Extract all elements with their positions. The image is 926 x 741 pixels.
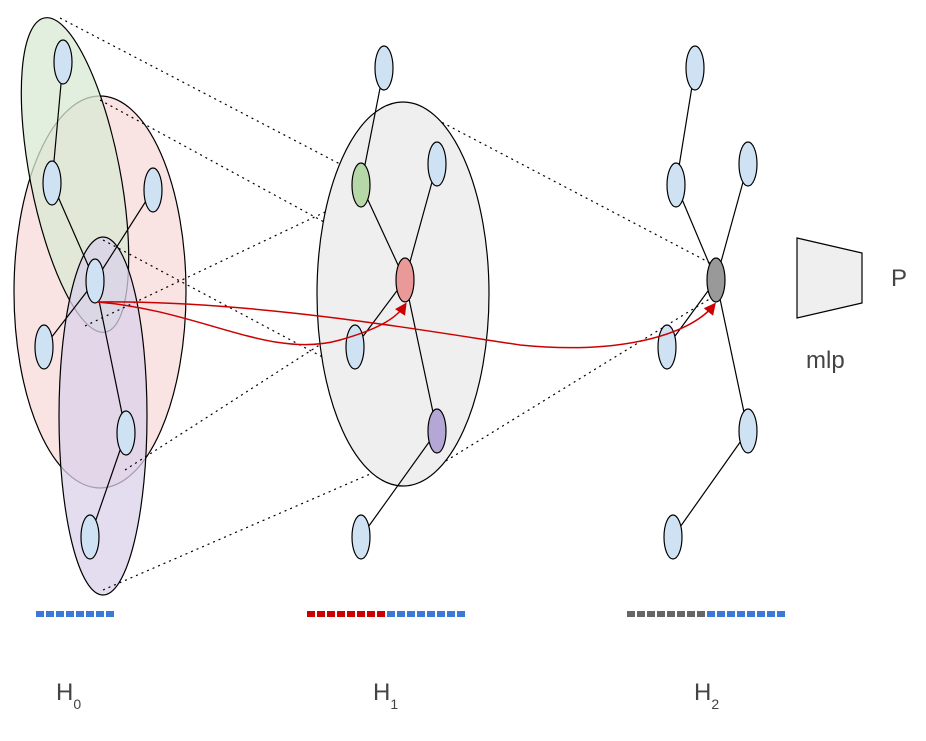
vector-cell-blue: [777, 611, 785, 617]
vector-cell-blue: [96, 611, 104, 617]
layer-h1: [316, 45, 490, 560]
vector-cell-blue: [757, 611, 765, 617]
graph-node: [351, 514, 371, 560]
vector-cell-red: [357, 611, 365, 617]
graph-node: [143, 167, 163, 213]
vector-cell-gray: [667, 611, 675, 617]
graph-node: [53, 39, 73, 85]
vector-cell-blue: [727, 611, 735, 617]
layer-labels: H0 H1 H2: [56, 679, 719, 712]
vector-cell-blue: [86, 611, 94, 617]
vector-cell-blue: [66, 611, 74, 617]
vector-cell-blue: [397, 611, 405, 617]
layer-label-h2: H2: [694, 679, 719, 712]
h2-edges: [666, 67, 749, 538]
vector-cell-red: [347, 611, 355, 617]
vector-cell-red: [327, 611, 335, 617]
vector-cell-gray: [687, 611, 695, 617]
layer-h2: [657, 45, 758, 560]
graph-node: [666, 162, 686, 208]
graph-node: [427, 141, 447, 187]
vector-cell-blue: [56, 611, 64, 617]
vector-cell-red: [337, 611, 345, 617]
vector-cell-blue: [106, 611, 114, 617]
vector-cell-blue: [737, 611, 745, 617]
arrow-h0-to-h2: [96, 301, 716, 349]
h0-nodes: [34, 39, 163, 560]
vector-cell-gray: [637, 611, 645, 617]
vector-cell-gray: [697, 611, 705, 617]
vector-cell-red: [307, 611, 315, 617]
vector-cell-blue: [707, 611, 715, 617]
layer-label-h0: H0: [56, 679, 81, 712]
vector-cell-gray: [647, 611, 655, 617]
vector-cell-blue: [767, 611, 775, 617]
graph-node: [738, 141, 758, 187]
arrow-h0-to-h1: [96, 301, 407, 346]
vector-cell-red: [367, 611, 375, 617]
graph-node: [85, 258, 105, 304]
vector-cell-blue: [46, 611, 54, 617]
vector-cell-blue: [427, 611, 435, 617]
graph-node: [42, 160, 62, 206]
layer-label-h1: H1: [373, 679, 398, 712]
graph-node: [374, 45, 394, 91]
vector-cell-blue: [76, 611, 84, 617]
vector-cell-blue: [36, 611, 44, 617]
vector-cell-blue: [417, 611, 425, 617]
vector-cell-blue: [457, 611, 465, 617]
purple-aggregated-node: [427, 408, 447, 454]
vector-cell-red: [377, 611, 385, 617]
purple-neighborhood-region: [58, 236, 148, 596]
graph-node: [34, 324, 54, 370]
vector-cell-red: [317, 611, 325, 617]
mlp-trapezoid-icon: [796, 237, 863, 319]
vector-cell-blue: [747, 611, 755, 617]
layer-h0: [13, 17, 187, 596]
vector-cell-blue: [407, 611, 415, 617]
mlp-label: mlp: [806, 347, 845, 374]
vector-cell-gray: [657, 611, 665, 617]
red-aggregated-node: [395, 257, 415, 303]
graph-node: [116, 410, 136, 456]
vector-cell-gray: [677, 611, 685, 617]
final-aggregated-node: [706, 257, 726, 303]
graph-node: [738, 408, 758, 454]
vector-cell-blue: [437, 611, 445, 617]
embedding-vectors: [36, 611, 785, 617]
h2-nodes: [657, 45, 758, 560]
graph-node: [345, 324, 365, 370]
output-label: P: [891, 265, 907, 292]
mlp-block: P mlp: [796, 237, 907, 374]
skip-connection-arrows: [96, 301, 716, 349]
graph-node: [80, 514, 100, 560]
vector-cell-blue: [387, 611, 395, 617]
h1-nodes: [345, 45, 447, 560]
graph-node: [685, 45, 705, 91]
graph-node: [663, 514, 683, 560]
vector-cell-blue: [447, 611, 455, 617]
vector-cell-blue: [717, 611, 725, 617]
green-aggregated-node: [351, 162, 371, 208]
vector-cell-gray: [627, 611, 635, 617]
